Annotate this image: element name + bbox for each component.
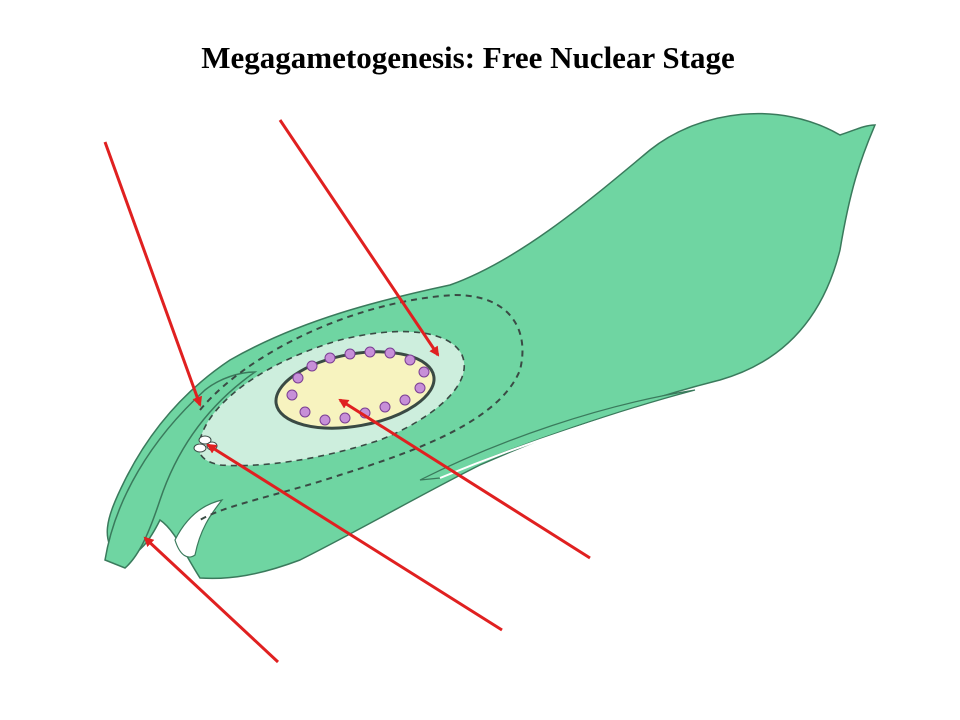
arrow-icon <box>103 141 202 407</box>
ovule-body <box>106 112 877 580</box>
micropyle-gap <box>174 499 224 558</box>
outer-dashed-boundary <box>199 293 524 521</box>
arrow-icon <box>338 398 591 560</box>
free-nuclei <box>286 346 430 426</box>
outer-integument <box>104 371 258 569</box>
lower-flap-gap <box>439 393 691 479</box>
arrow-icon <box>206 443 503 632</box>
arrow-icon <box>278 119 440 357</box>
page-title: Megagametogenesis: Free Nuclear Stage <box>201 40 735 75</box>
arrow-icon <box>143 536 280 664</box>
